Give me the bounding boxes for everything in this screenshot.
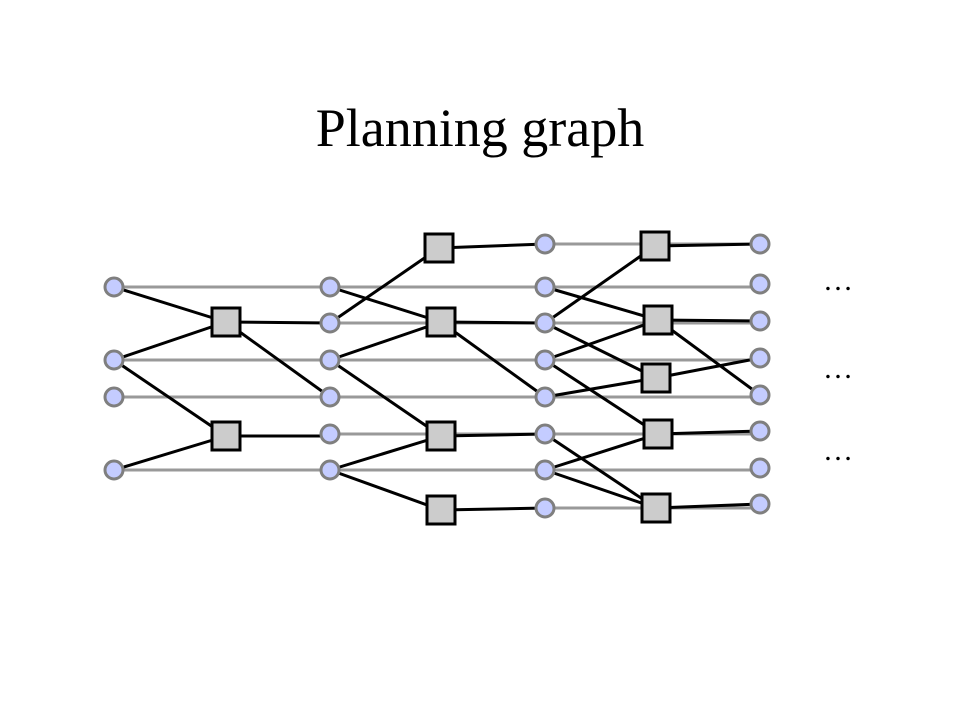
proposition-layer-0: [103, 276, 125, 481]
action-node: [210, 306, 242, 338]
proposition-node: [319, 423, 341, 445]
action-node: [640, 492, 672, 524]
proposition-node: [534, 312, 556, 334]
proposition-node: [103, 459, 125, 481]
proposition-node: [534, 497, 556, 519]
action-node: [425, 494, 457, 526]
proposition-node: [534, 349, 556, 371]
proposition-node: [749, 273, 771, 295]
action-node: [423, 232, 455, 264]
proposition-node: [534, 276, 556, 298]
proposition-node: [319, 459, 341, 481]
action-node: [425, 420, 457, 452]
proposition-node: [103, 276, 125, 298]
proposition-node: [749, 420, 771, 442]
proposition-layer-3: [749, 233, 771, 515]
action-node: [640, 362, 672, 394]
proposition-node: [749, 310, 771, 332]
proposition-node: [534, 459, 556, 481]
action-edges: [113, 242, 761, 512]
continuation-ellipsis: …: [823, 434, 855, 467]
proposition-node: [319, 386, 341, 408]
proposition-node: [749, 347, 771, 369]
page-title: Planning graph: [315, 98, 645, 158]
action-node: [639, 230, 671, 262]
action-node: [210, 420, 242, 452]
proposition-node: [103, 386, 125, 408]
proposition-node: [749, 457, 771, 479]
proposition-layer-1: [319, 276, 341, 481]
proposition-node: [319, 349, 341, 371]
action-node: [425, 306, 457, 338]
continuation-ellipsis: …: [823, 264, 855, 297]
proposition-node: [749, 233, 771, 255]
proposition-node: [534, 423, 556, 445]
action-node: [642, 304, 674, 336]
proposition-node: [319, 312, 341, 334]
proposition-node: [103, 349, 125, 371]
action-layer-1: [423, 232, 457, 526]
continuation-ellipsis: …: [823, 352, 855, 385]
proposition-node: [749, 493, 771, 515]
proposition-layer-2: [534, 233, 556, 519]
proposition-node: [319, 276, 341, 298]
proposition-node: [534, 386, 556, 408]
proposition-node: [534, 233, 556, 255]
action-layer-2: [639, 230, 674, 524]
proposition-node: [749, 384, 771, 406]
action-layer-0: [210, 306, 242, 452]
action-node: [642, 418, 674, 450]
